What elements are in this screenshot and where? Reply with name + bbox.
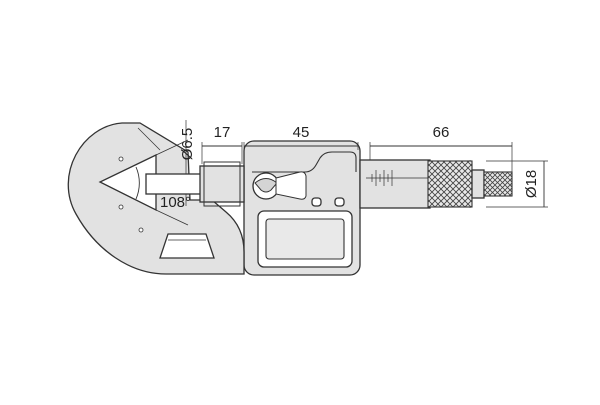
dimension-thimble-diameter: Ø18 xyxy=(486,160,548,208)
dimension-body-width: 45 xyxy=(243,124,359,150)
dimension-thimble-length: 66 xyxy=(369,124,513,172)
v-anvil-frame xyxy=(67,122,245,275)
dimension-v-angle: 108° xyxy=(135,139,191,226)
sleeve xyxy=(359,159,431,209)
dim-label-17: 17 xyxy=(214,124,231,141)
thimble xyxy=(427,160,473,208)
ratchet xyxy=(471,169,513,199)
dim-label-45: 45 xyxy=(293,124,310,141)
lock-lever-icon xyxy=(252,172,280,200)
dim-label-angle: 108° xyxy=(160,194,191,211)
dim-label-66: 66 xyxy=(433,124,450,141)
graduation-ticks xyxy=(366,170,430,186)
dim-label-dia6-5: Ø6.5 xyxy=(179,128,196,161)
lcd-screen xyxy=(257,210,353,268)
dimension-anvil-diameter: Ø6.5 xyxy=(179,120,196,206)
dim-label-dia18: Ø18 xyxy=(523,170,540,198)
mode-buttons xyxy=(311,197,345,207)
display-body xyxy=(243,140,361,276)
dimension-anvil-length: 17 xyxy=(201,124,243,164)
spindle xyxy=(145,161,245,207)
